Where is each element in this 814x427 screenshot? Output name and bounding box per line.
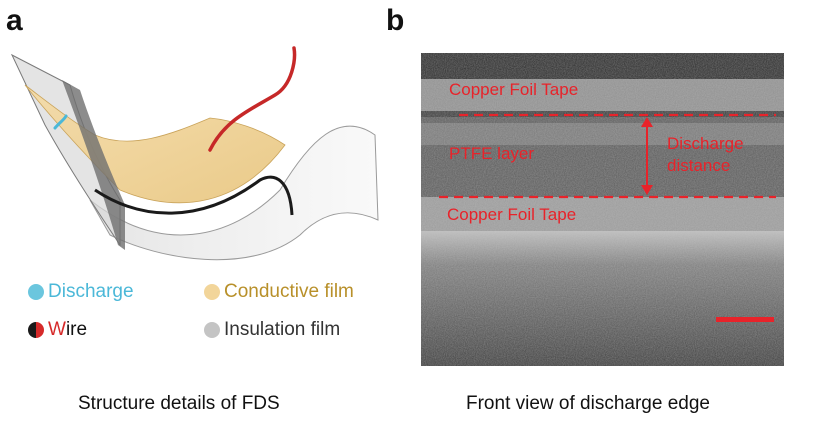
- discharge-swatch-icon: [28, 283, 44, 300]
- panel-b-letter: b: [386, 4, 405, 37]
- conductive-film-swatch-icon: [204, 283, 220, 300]
- panel-a-letter: a: [6, 4, 23, 37]
- discharge-mark-icon: [53, 114, 68, 130]
- sem-cross-section-image: Copper Foil Tape PTFE layer Discharge di…: [421, 53, 784, 366]
- legend-discharge-label: Discharge: [48, 281, 134, 302]
- legend-conductive-film: Conductive film: [204, 282, 354, 301]
- legend-wire-label-red: W: [48, 319, 66, 340]
- wire-black-segment: [94, 175, 294, 216]
- label-bottom-copper-tape: Copper Foil Tape: [447, 205, 577, 224]
- fds-structure-illustration: [10, 46, 379, 261]
- insulation-film-swatch-icon: [204, 321, 220, 338]
- label-discharge-distance-2: distance: [667, 156, 731, 175]
- label-discharge-distance-1: Discharge: [667, 134, 744, 153]
- scale-bar: [716, 317, 774, 322]
- legend-conductive-label: Conductive film: [224, 281, 354, 302]
- wire-red-segment: [208, 46, 297, 152]
- panel-b-caption: Front view of discharge edge: [466, 393, 710, 414]
- legend-insulation-label: Insulation film: [224, 319, 341, 340]
- label-ptfe-layer: PTFE layer: [449, 144, 535, 163]
- insulation-film-back: [89, 125, 379, 261]
- arrow-head-top-icon: [641, 117, 653, 127]
- legend-wire-label-rest: ire: [65, 319, 88, 340]
- wire-swatch-icon: [28, 321, 44, 338]
- sem-texture: [421, 53, 784, 366]
- insulation-edge: [62, 80, 125, 250]
- panel-a-caption: Structure details of FDS: [78, 393, 280, 414]
- label-top-copper-tape: Copper Foil Tape: [449, 80, 579, 99]
- legend-insulation-film: Insulation film: [204, 320, 340, 339]
- legend-discharge: Discharge: [28, 282, 134, 301]
- arrow-head-bottom-icon: [641, 185, 653, 195]
